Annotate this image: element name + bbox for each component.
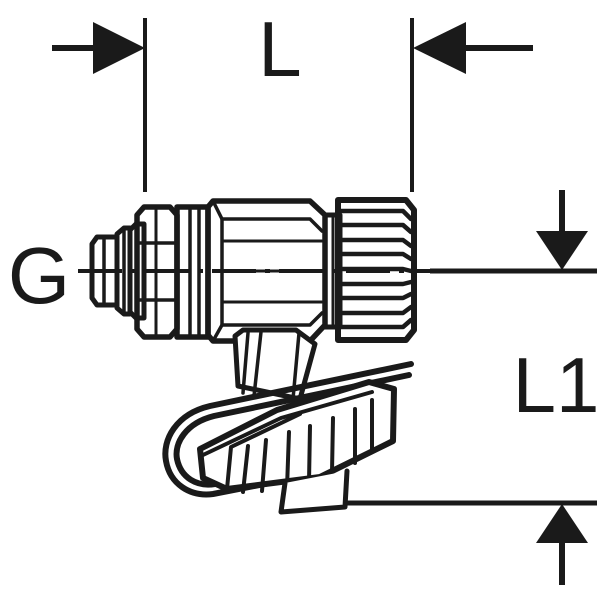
dimension-label-G: G (8, 231, 70, 320)
dimension-label-L1: L1 (513, 341, 600, 429)
hose-connector-top-edge (201, 390, 374, 457)
dimension-L1 (307, 190, 597, 585)
strap-inner (173, 372, 412, 488)
hose-connector-knurls (241, 398, 374, 494)
valve-body-chamfer-left (211, 199, 224, 343)
knurled-cap-outline (335, 197, 417, 343)
knurl-ridges (338, 208, 414, 330)
arrowhead-down (536, 231, 588, 270)
hose-connector-end-face (225, 412, 302, 491)
arrowhead-up (536, 504, 588, 543)
dimension-label-L: L (258, 5, 301, 93)
cap-retaining-strap (162, 361, 414, 498)
drain-hose-connector (197, 379, 397, 515)
dimension-L (52, 18, 533, 192)
valve-body-facet-bottom (220, 311, 324, 327)
valve-body-facet-top (220, 217, 324, 233)
knurled-end-cap (335, 197, 417, 343)
arrowhead-left-pointing-right-side (413, 22, 466, 74)
valve-assembly (89, 197, 417, 515)
strap-outer (162, 361, 414, 498)
inlet-thread-nipple (89, 221, 147, 321)
outlet-neck-edge-left-2 (252, 330, 263, 398)
hose-connector-spigot (278, 468, 350, 515)
outlet-neck-edge-left (241, 331, 250, 395)
arrowhead-right-pointing-left-side (93, 22, 145, 74)
hose-connector-far-edge (369, 439, 395, 454)
